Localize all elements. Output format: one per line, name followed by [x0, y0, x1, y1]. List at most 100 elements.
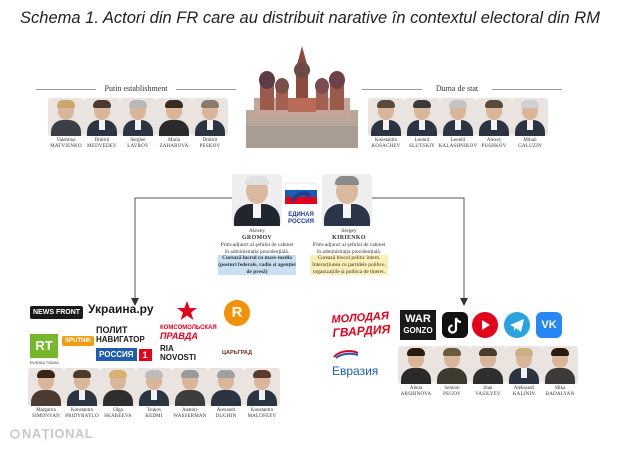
telegram-icon [504, 312, 530, 338]
ren-tv-logo: R [224, 300, 250, 326]
war-gonzo-logo: WAR GONZO [400, 310, 436, 340]
person-first-name: Alexandr [216, 408, 236, 413]
portrait-photo [512, 98, 548, 136]
portrait-photo [404, 98, 440, 136]
connector-right [370, 197, 465, 300]
person-last-name: SIMONYAN [32, 414, 60, 419]
arrowhead-right [460, 298, 468, 306]
person-first-name: Serghei [130, 138, 146, 143]
person-first-name: Konstantin [375, 138, 397, 143]
person-last-name: BADALYAN [545, 392, 575, 397]
party-name-line1: ЕДИНАЯ [288, 212, 314, 218]
portrait-photo [156, 98, 192, 136]
polit-navigator-logo: ПОЛИТ НАВИГАТОР [96, 325, 145, 345]
person-last-name: LAVROV [127, 144, 149, 149]
portrait-photo [470, 346, 506, 384]
portrait-photo [434, 346, 470, 384]
person-last-name: MATVIENKO [50, 144, 82, 149]
bear-flag-icon [284, 182, 318, 204]
tsargrad-logo: ЦАРЬГРАД [222, 350, 253, 356]
person-last-name: PUSHKOV [481, 144, 507, 149]
arrowhead-left [131, 298, 139, 306]
portrait-photo [542, 346, 578, 384]
portrait-photo [440, 98, 476, 136]
portrait-photo [136, 368, 172, 406]
kirienko-role: Prim-adjunct al șefului de cabinet în ad… [312, 242, 386, 255]
portrait-photo [506, 346, 542, 384]
rossiya-label: РОССИЯ [96, 348, 137, 361]
person-first-name: Aleksandr [513, 386, 535, 391]
person-last-name: ZAHAROVA [159, 144, 189, 149]
person-first-name: Alexey [486, 138, 502, 143]
person-first-name: Tsukov [146, 408, 162, 413]
person-last-name: VASILYEV [475, 392, 501, 397]
person-first-name: Dmitrii [202, 138, 218, 143]
portrait-photo [100, 368, 136, 406]
person-last-name: GALUZIN [518, 144, 542, 149]
united-russia-logo: ЕДИНАЯ РОССИЯ [279, 181, 323, 233]
gromov-last-name: GROMOV [241, 234, 273, 241]
person-first-name: Stan [483, 386, 493, 391]
portrait-photo [64, 368, 100, 406]
brand-circle-icon [10, 429, 20, 439]
person-last-name: KEDMI [145, 414, 163, 419]
portrait-photo [244, 368, 280, 406]
person-first-name: Konstantin [71, 408, 93, 413]
tiktok-icon [442, 312, 468, 338]
person-last-name: SKABEEVA [104, 414, 132, 419]
rt-subtitle: RUSSIA TODAY [30, 360, 60, 365]
sputnik-logo: SPUTNIK [62, 336, 95, 346]
person-last-name: WASSERMAN [173, 414, 207, 419]
person-first-name: Margarita [36, 408, 56, 413]
portrait-photo [476, 98, 512, 136]
person-last-name: PRIDYBAYLO [65, 414, 99, 419]
youtube-icon [472, 312, 498, 338]
ria-line1: RIA [160, 344, 174, 353]
person-first-name: Semion [444, 386, 460, 391]
kp-line2: ПРАВДА [160, 331, 198, 341]
putin-group-label: Putin establishment [96, 84, 176, 93]
evraziya-swoosh-icon [333, 350, 359, 359]
person-first-name: Dmitrii [94, 138, 110, 143]
ria-novosti-logo: RIA NOVOSTI [160, 344, 196, 362]
person-last-name: SLUTSKIY [409, 144, 435, 149]
kirienko-photo [322, 174, 372, 226]
portrait-photo [120, 98, 156, 136]
zvezda-star-icon [177, 301, 197, 320]
person-first-name: Maria [168, 138, 180, 143]
person-first-name: Aluna [409, 386, 423, 391]
party-name-line2: РОССИЯ [288, 218, 314, 225]
rossiya-number: 1 [138, 348, 152, 361]
person-first-name: Valentina [56, 138, 76, 143]
gonzo-label: GONZO [403, 326, 433, 335]
evraziya-logo: Евразия [332, 346, 378, 378]
molodaya-gvardiya-logo: МОЛОДАЯ ГВАРДИЯ [331, 310, 391, 340]
polit-navigator-line1: ПОЛИТ [96, 325, 128, 335]
kirienko-last-name: KIRIENKO [332, 234, 366, 241]
komsomolskaya-pravda-logo: КОМСОМОЛЬСКАЯ ПРАВДА [160, 324, 217, 341]
gromov-photo [232, 174, 282, 226]
person-last-name: MALOFEEV [247, 414, 277, 419]
war-label: WAR [405, 313, 431, 325]
newsfront-logo: NEWS FRONT [30, 306, 84, 319]
person-first-name: Anatoly [181, 408, 199, 413]
duma-group-label: Duma de stat [422, 84, 492, 93]
gromov-duty: Curează lucrul cu mass-media (posturi fe… [218, 255, 296, 276]
portrait-photo [172, 368, 208, 406]
person-last-name: ARSHINOVA [400, 392, 432, 397]
person-last-name: PEGOV [443, 392, 461, 397]
